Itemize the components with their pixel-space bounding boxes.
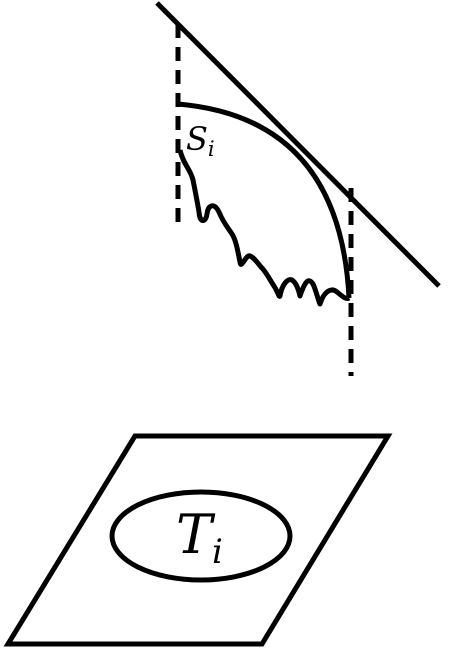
plane-label-subscript: i [212,532,223,572]
region-label-subscript: i [208,137,215,161]
region-label-symbol: S [186,120,208,158]
tangent-line [155,1,441,288]
upper-figure [155,1,441,376]
plane-parallelogram [3,433,393,647]
smooth-arc [177,101,352,299]
plane-label: Ti [176,503,223,572]
plane-label-symbol: T [176,503,216,566]
lower-figure [3,433,393,647]
region-label: Si [186,120,215,161]
region-ellipse [109,489,293,583]
jagged-curve [177,149,351,307]
